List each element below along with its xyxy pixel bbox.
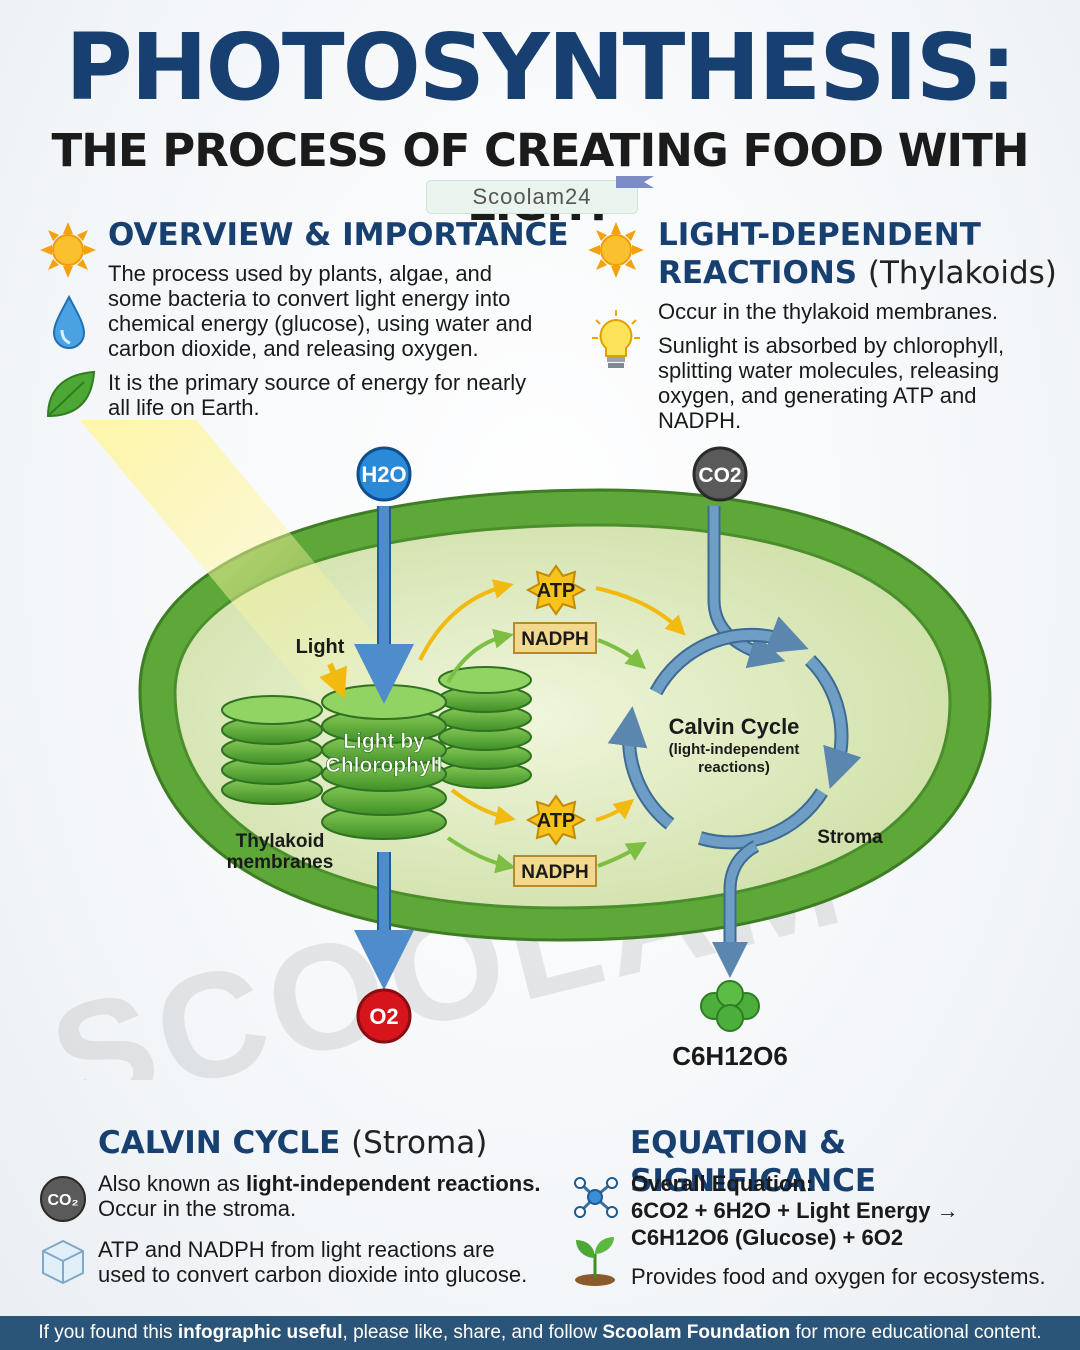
nadph-box-bottom: NADPH <box>513 855 597 887</box>
leaf-icon <box>46 370 96 418</box>
page-title: PHOTOSYNTHESIS: <box>65 14 1017 121</box>
footer-text-bold-1: infographic useful <box>177 1322 343 1343</box>
sun-icon <box>588 222 644 278</box>
calvin-text-1-bold: light-independent reactions. <box>245 1171 541 1196</box>
light-reactions-heading: LIGHT-DEPENDENT REACTIONS (Thylakoids) <box>658 216 1058 292</box>
nadph-box-top: NADPH <box>513 622 597 654</box>
calvin-text-2: ATP and NADPH from light reactions are u… <box>98 1237 528 1287</box>
light-reactions-heading-suffix: (Thylakoids) <box>867 255 1057 291</box>
sprout-icon <box>575 1237 615 1286</box>
footer-bar: If you found this infographic useful, pl… <box>0 1316 1080 1350</box>
glucose-molecule-icon <box>700 980 760 1032</box>
chloroplast-diagram: SCOOLAM <box>36 420 992 1080</box>
calvin-cycle-title: Calvin Cycle <box>669 714 800 739</box>
overview-heading: OVERVIEW & IMPORTANCE <box>108 217 569 253</box>
thylakoid-label-1: Thylakoid <box>236 831 325 852</box>
nadph-arrow-top-out <box>597 638 647 670</box>
nadph-arrow-bottom-out <box>597 841 647 868</box>
overview-text-2: It is the primary source of energy for n… <box>108 370 527 420</box>
light-reactions-text-1: Occur in the thylakoid membranes. <box>658 299 998 324</box>
calvin-cycle-ring <box>607 616 862 850</box>
h2o-label: H2O <box>361 462 406 487</box>
thylakoid-stack-center <box>321 684 447 840</box>
chlorophyll-label-1: Light by <box>343 730 425 753</box>
nadph-label-top: NADPH <box>521 629 589 650</box>
o2-badge: O2 <box>356 988 412 1044</box>
footer-text-pre: If you found this <box>38 1322 178 1343</box>
calvin-text-1-pre: Also known as <box>98 1171 246 1196</box>
flag-icon <box>616 176 654 188</box>
svg-text:CO₂: CO₂ <box>47 1192 78 1209</box>
sun-icon <box>40 222 96 278</box>
calvin-heading-suffix: (Stroma) <box>351 1125 488 1161</box>
equation-significance: Provides food and oxygen for ecosystems. <box>631 1264 1046 1289</box>
thylakoid-stack-right <box>438 666 532 789</box>
footer-text-mid: , please like, share, and follow <box>342 1322 603 1343</box>
water-drop-icon <box>52 294 86 349</box>
nadph-arrow-bottom-in <box>446 836 516 874</box>
molecule-icon <box>574 1177 618 1218</box>
calvin-heading-main: CALVIN CYCLE <box>98 1125 341 1161</box>
cube-icon <box>42 1239 84 1285</box>
h2o-badge: H2O <box>356 446 412 502</box>
overview-text-1: The process used by plants, algae, and s… <box>108 261 533 361</box>
calvin-text-1: Also known as light-independent reaction… <box>98 1171 558 1221</box>
atp-arrow-bottom-out <box>595 798 635 822</box>
co2-badge: CO2 <box>692 446 748 502</box>
light-reactions-heading-main: LIGHT-DEPENDENT REACTIONS <box>658 217 981 291</box>
equation-block: Overall Equation: 6CO2 + 6H2O + Light En… <box>631 1171 1051 1250</box>
footer-text-post: for more educational content. <box>790 1322 1042 1343</box>
equation-heading: EQUATION & SIGNIFICANCE <box>630 1125 877 1199</box>
nadph-arrow-top-in <box>446 628 514 684</box>
atp-label-bottom: ATP <box>537 810 576 832</box>
thylakoid-label-2: membranes <box>227 852 334 873</box>
o2-label: O2 <box>369 1004 398 1029</box>
thylakoid-stack-left <box>221 695 323 805</box>
chlorophyll-label-2: Chlorophyll <box>326 754 443 777</box>
calvin-cycle-subtitle-2: reactions) <box>698 759 770 776</box>
calvin-cycle-subtitle-1: (light-independent <box>669 741 800 758</box>
stroma-label: Stroma <box>817 827 883 848</box>
footer-text-bold-2: Scoolam Foundation <box>602 1322 791 1343</box>
atp-arrow-bottom-in <box>450 788 516 826</box>
brand-badge: Scoolam24 <box>426 180 638 214</box>
atp-star-bottom: ATP <box>525 794 587 846</box>
calvin-text-1-post: Occur in the stroma. <box>98 1196 297 1221</box>
light-reactions-text-2: Sunlight is absorbed by chlorophyll, spl… <box>658 333 1005 433</box>
atp-arrow-top-out <box>595 586 686 636</box>
co2-label: CO2 <box>698 464 741 487</box>
equation-line-1: 6CO2 + 6H2O + Light Energy → <box>631 1198 959 1223</box>
atp-label-top: ATP <box>537 580 576 602</box>
co2-badge-icon: CO₂ <box>40 1176 86 1222</box>
atp-arrow-top-in <box>418 579 514 661</box>
glucose-label: C6H12O6 <box>672 1041 788 1071</box>
atp-star-top: ATP <box>525 564 587 616</box>
light-arrow <box>319 662 347 700</box>
equation-line-2: C6H12O6 (Glucose) + 6O2 <box>631 1225 904 1250</box>
equation-label: Overall Equation: <box>631 1171 814 1196</box>
light-beam <box>80 420 420 720</box>
lightbulb-icon <box>592 310 640 368</box>
nadph-label-bottom: NADPH <box>521 862 589 883</box>
calvin-heading: CALVIN CYCLE (Stroma) <box>98 1124 487 1162</box>
light-label: Light <box>296 636 345 658</box>
